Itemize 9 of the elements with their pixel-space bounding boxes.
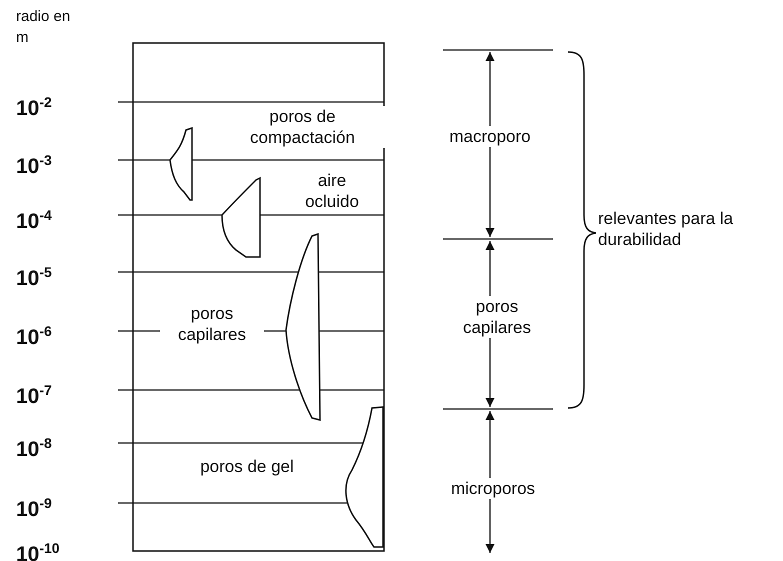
tick-label: 10$^{-10}$ (16, 539, 60, 561)
tick-label: 10$^{-2}$ (16, 93, 52, 121)
tick-label: 10$^{-5}$ (16, 263, 52, 291)
tick-label: 10$^{-4}$ (16, 206, 52, 234)
tick-label: 10$^{-8}$ (16, 434, 52, 462)
tick-label: 10$^{-6}$ (16, 322, 52, 350)
tick-label: 10$^{-7}$ (16, 381, 52, 409)
tick-label: 10$^{-3}$ (16, 151, 52, 179)
tick-label: 10$^{-9}$ (16, 494, 52, 522)
